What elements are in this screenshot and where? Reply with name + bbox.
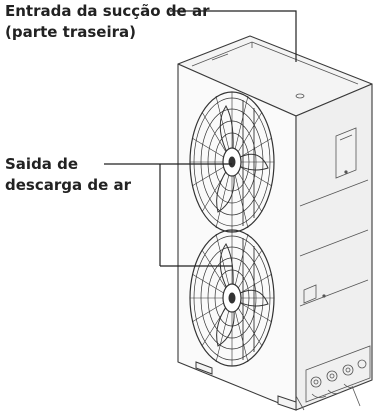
top-panel-details (191, 41, 359, 99)
air-intake-label: Entrada da sucção de ar (parte traseira) (5, 1, 209, 43)
air-outlet-label: Saida de descarga de ar (5, 154, 131, 196)
unit-feet (195, 361, 297, 411)
air-intake-label-line2: (parte traseira) (5, 23, 136, 41)
air-outlet-label-line2: descarga de ar (5, 176, 131, 194)
air-outlet-label-line1: Saida de (5, 155, 79, 173)
side-panel-details (295, 127, 371, 411)
air-intake-label-line1: Entrada da sucção de ar (5, 2, 210, 20)
fan-lower (189, 229, 275, 367)
unit-casing (177, 35, 373, 411)
fan-upper (189, 91, 275, 233)
callout-intake-line (170, 10, 297, 62)
callout-outlet-lines (104, 163, 232, 267)
